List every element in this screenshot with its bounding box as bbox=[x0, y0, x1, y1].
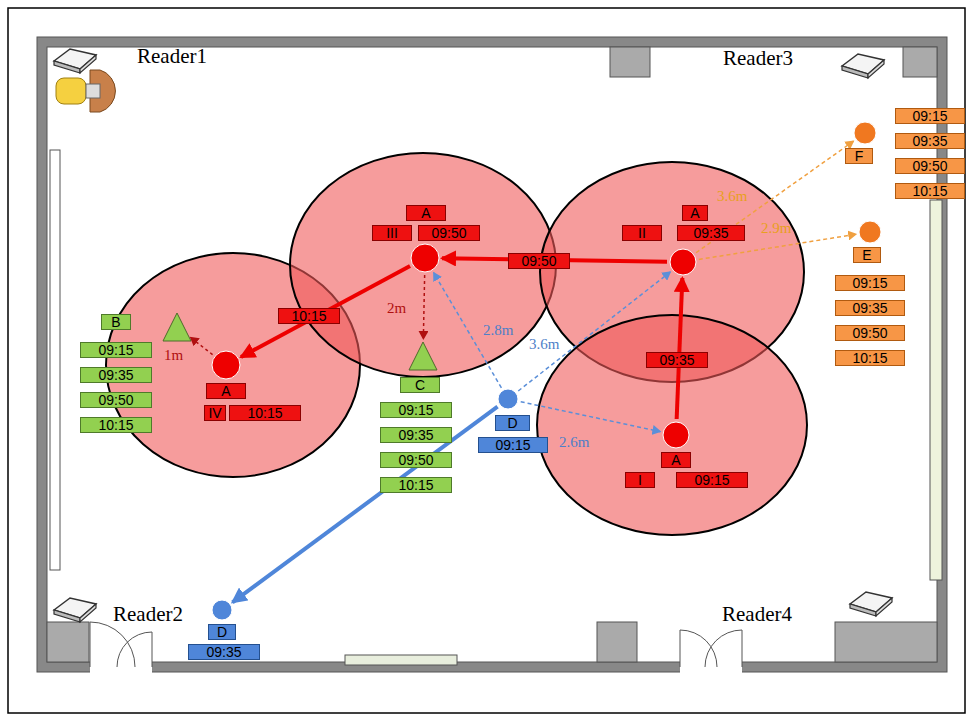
tag-label: 10:15 bbox=[229, 405, 301, 421]
tag-name: D bbox=[208, 624, 236, 640]
tag-label: 09:15 bbox=[80, 342, 152, 358]
reader-name: Reader1 bbox=[137, 44, 207, 68]
tag-marker: AI 09:15 bbox=[623, 419, 750, 490]
tag-marker: D 09:15 bbox=[476, 386, 550, 455]
distance-line bbox=[521, 402, 661, 432]
tag-label: 09:50 bbox=[895, 158, 965, 174]
distance-label: 2.8m bbox=[482, 322, 514, 338]
tag-dot bbox=[211, 599, 233, 621]
tag-marker: A IV10:15 bbox=[202, 348, 303, 423]
tag-name: E bbox=[853, 247, 881, 263]
tag-dot bbox=[410, 243, 440, 273]
tag-dot bbox=[211, 350, 241, 380]
tag-name: F bbox=[845, 148, 873, 164]
tag-triangle bbox=[408, 341, 438, 371]
tag-name: C bbox=[400, 377, 440, 393]
tag-marker: A III 09:50 bbox=[370, 203, 482, 275]
reader-name: Reader3 bbox=[723, 46, 793, 70]
tag-triangle bbox=[162, 312, 192, 342]
reader-name: Reader4 bbox=[722, 602, 792, 626]
reader-label: Reader1 bbox=[135, 42, 209, 70]
tag-label: 09:35 bbox=[380, 427, 452, 443]
distance-label: 2.9m bbox=[760, 220, 792, 236]
tag-label: I bbox=[625, 472, 655, 488]
tag-label: IV bbox=[204, 405, 226, 421]
time-label: 09:50 bbox=[508, 253, 570, 269]
distance-label: 3.6m bbox=[528, 336, 560, 352]
tag-dot bbox=[662, 421, 690, 449]
distance-line bbox=[518, 272, 670, 391]
tag-dot bbox=[497, 388, 519, 410]
distance-label: 2m bbox=[386, 300, 407, 316]
movement-arrow bbox=[677, 278, 683, 419]
reader-label: Reader2 bbox=[111, 600, 185, 628]
tag-label: 09:35 bbox=[677, 225, 745, 241]
tag-marker: D 09:35 bbox=[186, 597, 262, 662]
tag-label: 09:50 bbox=[380, 452, 452, 468]
tag-label: 09:15 bbox=[478, 437, 548, 453]
distance-line bbox=[190, 337, 212, 354]
tag-name: A bbox=[206, 383, 246, 399]
distance-label: 1m bbox=[163, 347, 184, 363]
time-label: 09:35 bbox=[646, 352, 708, 368]
tag-dot bbox=[853, 121, 877, 145]
tag-label: 09:15 bbox=[380, 402, 452, 418]
tag-name: A bbox=[661, 452, 691, 468]
reader-label: Reader3 bbox=[721, 44, 795, 72]
tag-label: 09:35 bbox=[835, 300, 905, 316]
tag-label: 09:50 bbox=[418, 225, 480, 241]
tag-label: 09:15 bbox=[676, 472, 748, 488]
movement-arrow bbox=[232, 407, 497, 603]
tag-label: 09:50 bbox=[835, 325, 905, 341]
tag-name: A bbox=[682, 205, 708, 221]
tag-marker: A II 09:35 bbox=[620, 203, 747, 278]
distance-label: 2.6m bbox=[558, 434, 590, 450]
tag-name: B bbox=[101, 314, 131, 330]
tag-label: 10:15 bbox=[380, 477, 452, 493]
distance-label: 3.6m bbox=[716, 188, 748, 204]
tag-label: 09:35 bbox=[188, 644, 260, 660]
tag-label: 10:15 bbox=[835, 350, 905, 366]
tag-label: 10:15 bbox=[895, 183, 965, 199]
tag-label: III bbox=[372, 225, 412, 241]
movement-arrow bbox=[241, 266, 410, 357]
tag-label: 09:50 bbox=[80, 392, 152, 408]
tag-name: D bbox=[495, 415, 530, 431]
tag-label: 09:35 bbox=[895, 133, 965, 149]
tag-marker: F 09:15 09:35 09:50 10:15 bbox=[843, 106, 967, 201]
tag-marker: E 09:15 09:35 09:50 10:15 bbox=[833, 218, 907, 368]
tag-label: II bbox=[622, 225, 662, 241]
tag-label: 09:15 bbox=[835, 275, 905, 291]
distance-line bbox=[423, 275, 424, 339]
tag-name: A bbox=[406, 205, 446, 221]
reader-name: Reader2 bbox=[113, 602, 183, 626]
tag-dot bbox=[858, 220, 882, 244]
tag-label: 09:35 bbox=[80, 367, 152, 383]
time-label: 10:15 bbox=[278, 308, 340, 324]
reader-label: Reader4 bbox=[720, 600, 794, 628]
tag-label: 10:15 bbox=[80, 417, 152, 433]
tag-marker: C 09:15 09:35 09:50 10:15 bbox=[378, 339, 454, 495]
tag-label: 09:15 bbox=[895, 108, 965, 124]
tag-dot bbox=[669, 248, 697, 276]
tag-marker: B 09:15 09:35 09:50 10:15 bbox=[78, 310, 194, 435]
